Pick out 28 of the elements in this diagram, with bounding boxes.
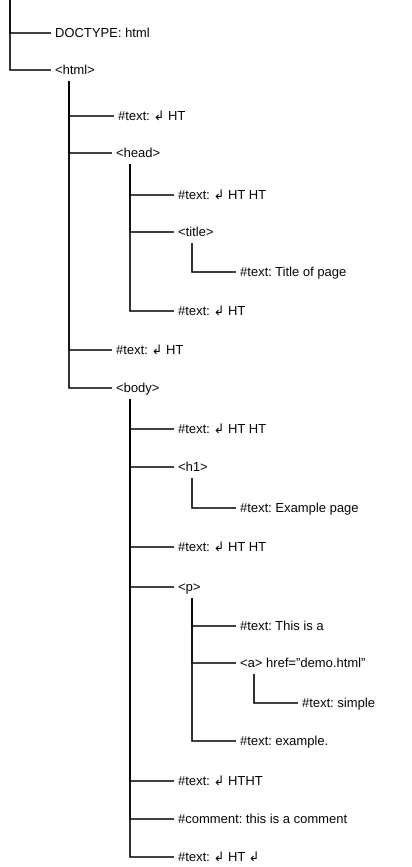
tree-node-label: #text: This is a: [240, 617, 324, 635]
tree-node-label: <p>: [178, 578, 200, 596]
tree-connector: [253, 674, 298, 704]
tree-node-label: <html>: [55, 61, 95, 79]
tree-connector: [191, 243, 236, 273]
tree-node-label: #text: example.: [240, 732, 328, 750]
tree-connector: [191, 598, 236, 742]
tree-connector: [191, 478, 236, 509]
tree-connector: [9, 0, 51, 71]
tree-node-label: #text: ↲ HT ↲: [178, 848, 260, 866]
tree-node-label: #text: ↲ HT HT: [178, 538, 266, 556]
tree-node-label: #text: ↲ HT: [116, 341, 184, 359]
tree-node-label: #text: Title of page: [240, 263, 346, 281]
tree-node-label: <h1>: [178, 458, 208, 476]
tree-node-label: #text: Example page: [240, 499, 359, 517]
tree-node-label: #text: ↲ HT HT: [178, 186, 266, 204]
tree-node-label: #text: ↲ HT: [118, 107, 186, 125]
tree-connector: [129, 164, 174, 312]
tree-node-label: DOCTYPE: html: [55, 24, 150, 42]
tree-node-label: #text: ↲ HT: [178, 302, 246, 320]
tree-node-label: #text: ↲ HT HT: [178, 420, 266, 438]
tree-node-label: <a> href=”demo.html”: [240, 654, 366, 672]
tree-node-label: #comment: this is a comment: [178, 810, 348, 828]
tree-node-label: <title>: [178, 223, 214, 241]
tree-node-label: <head>: [116, 144, 160, 162]
tree-node-label: #text: ↲ HTHT: [178, 772, 263, 790]
tree-node-label: <body>: [116, 379, 160, 397]
tree-node-label: #text: simple: [302, 694, 375, 712]
